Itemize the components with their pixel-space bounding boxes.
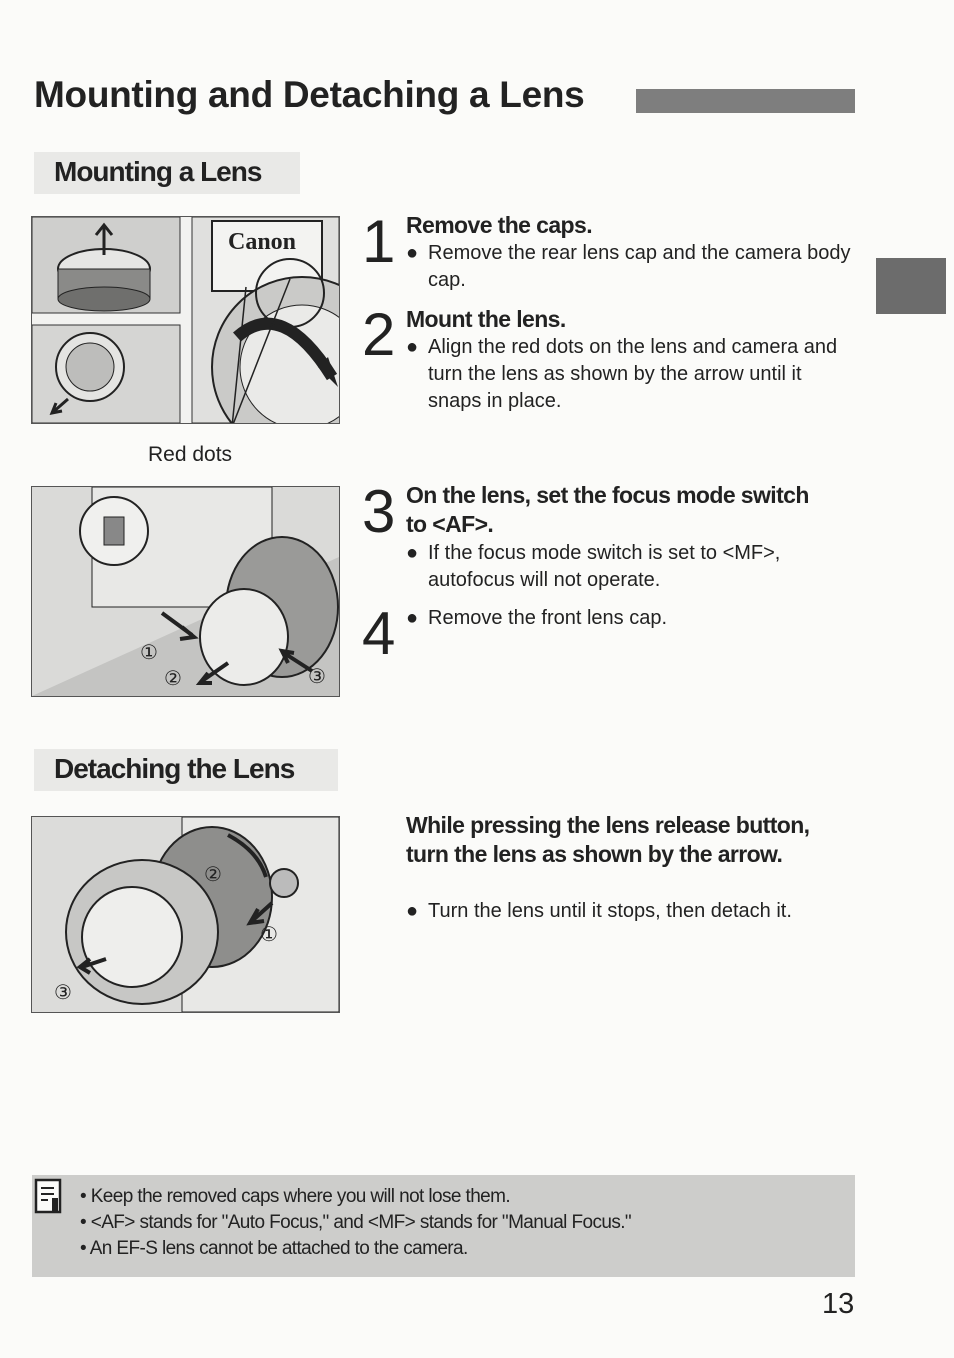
page-title: Mounting and Detaching a Lens <box>34 74 585 115</box>
page-number: 13 <box>822 1288 855 1320</box>
step-2-number: 2 <box>362 301 396 368</box>
callout-2: ② <box>204 862 222 886</box>
callout-2: ② <box>164 666 182 690</box>
step-4-number: 4 <box>362 600 396 667</box>
mounting-heading-box <box>34 152 300 194</box>
mounting-illustration: Canon <box>31 216 340 424</box>
bullet-icon: ● <box>406 242 419 264</box>
step-2-heading: Mount the lens. <box>406 306 566 332</box>
bullet-icon: ● <box>406 336 419 358</box>
callout-3: ③ <box>54 980 72 1004</box>
callout-1: ① <box>140 640 158 664</box>
step-1-number: 1 <box>362 208 396 275</box>
focus-mode-illustration: ① ② ③ <box>31 486 340 697</box>
notes-box <box>32 1175 855 1277</box>
mounting-heading: Mounting a Lens <box>54 156 262 187</box>
bullet-icon: • <box>80 1212 91 1233</box>
callout-1: ① <box>260 922 278 946</box>
step-3-heading: On the lens, set the focus mode switch t… <box>406 482 809 537</box>
bullet-icon: • <box>80 1186 91 1207</box>
step-1-body: ● Remove the rear lens cap and the camer… <box>406 242 851 291</box>
bullet-icon: ● <box>406 542 419 564</box>
bullet-icon: ● <box>406 607 419 629</box>
detaching-instruction-body: ● Turn the lens until it stops, then det… <box>406 898 858 925</box>
callout-3: ③ <box>308 664 326 688</box>
title-decor-bar <box>636 89 855 113</box>
note-item-3: • An EF-S lens cannot be attached to the… <box>80 1238 468 1259</box>
red-dots-caption: Red dots <box>148 443 233 466</box>
bullet-icon: • <box>80 1238 90 1259</box>
detaching-heading-box <box>34 749 338 791</box>
note-item-1: • Keep the removed caps where you will n… <box>80 1186 511 1207</box>
detaching-instruction-heading: While pressing the lens release button, … <box>406 812 810 867</box>
memo-icon <box>34 1178 64 1221</box>
step-2-body: ● Align the red dots on the lens and cam… <box>406 336 838 412</box>
note-item-2: • <AF> stands for "Auto Focus," and <MF>… <box>80 1212 632 1233</box>
bullet-icon: ● <box>406 900 419 922</box>
step-3-body: ● If the focus mode switch is set to <MF… <box>406 542 781 591</box>
step-1-heading: Remove the caps. <box>406 212 593 238</box>
canon-logo: Canon <box>228 229 296 255</box>
detaching-illustration: ② ① ③ <box>31 816 340 1013</box>
step-3-number: 3 <box>362 478 396 545</box>
detaching-heading: Detaching the Lens <box>54 753 295 784</box>
chapter-tab <box>876 258 946 314</box>
step-4-body: ● Remove the front lens cap. <box>406 605 853 632</box>
